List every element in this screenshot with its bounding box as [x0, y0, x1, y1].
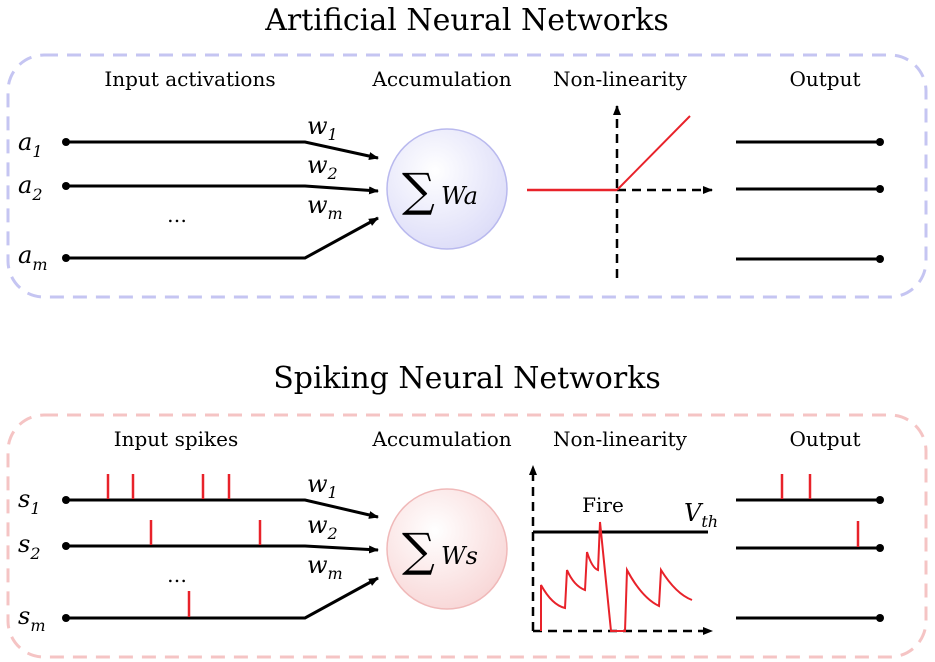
ann-input-label-2: a2 [18, 171, 43, 204]
ann-weight-2: w2 [307, 151, 338, 183]
snn-membrane-plot: Fire Vth [529, 465, 718, 635]
ann-relu-plot [527, 105, 713, 278]
snn-sum-sigma: ∑ [402, 523, 435, 577]
snn-ellipsis: … [167, 563, 187, 587]
snn-header-nonlinearity: Non-linearity [553, 427, 688, 451]
ann-header-nonlinearity: Non-linearity [553, 67, 688, 91]
ann-output-dot-m [876, 255, 884, 263]
snn-threshold-label: Vth [684, 499, 718, 531]
snn-header-input: Input spikes [114, 427, 239, 451]
snn-input-line-m [66, 576, 379, 620]
snn-section: Spiking Neural Networks Input spikes Acc… [6, 361, 928, 659]
ann-ellipsis: … [167, 203, 187, 227]
snn-membrane-trace [540, 521, 693, 632]
snn-input-line-2 [66, 544, 379, 554]
snn-header-accumulation: Accumulation [371, 427, 511, 451]
snn-input-line-1 [66, 498, 379, 519]
snn-border [6, 413, 928, 659]
ann-section: Artificial Neural Networks Input activat… [6, 3, 928, 299]
ann-weight-m: wm [307, 191, 343, 223]
ann-output-dot-1 [876, 138, 884, 146]
snn-title: Spiking Neural Networks [273, 361, 661, 396]
snn-input-label-2: s2 [18, 530, 41, 563]
ann-weight-1: w1 [307, 112, 338, 144]
snn-fire-label: Fire [582, 493, 624, 517]
ann-input-line-2 [66, 184, 379, 195]
ann-input-line-m [66, 216, 379, 260]
ann-title: Artificial Neural Networks [264, 3, 668, 38]
snn-weight-2: w2 [307, 511, 338, 543]
ann-header-input: Input activations [104, 67, 275, 91]
ann-sum-node [386, 128, 508, 250]
snn-weight-m: wm [307, 551, 343, 583]
ann-input-label-m: am [18, 241, 47, 274]
snn-output-dot-2 [876, 544, 884, 552]
ann-input-line-1 [66, 140, 379, 160]
snn-output-dot-1 [876, 496, 884, 504]
snn-header-output: Output [789, 427, 860, 451]
ann-header-accumulation: Accumulation [371, 67, 511, 91]
snn-input-label-m: sm [18, 602, 46, 635]
snn-output-dot-m [876, 614, 884, 622]
snn-weight-1: w1 [307, 470, 338, 502]
ann-relu-linear-segment [616, 115, 691, 191]
ann-border [6, 53, 928, 299]
ann-input-label-1: a1 [18, 128, 43, 161]
ann-header-output: Output [789, 67, 860, 91]
snn-sum-term: Ws [441, 542, 478, 570]
snn-input-label-1: s1 [18, 485, 41, 518]
snn-sum-node [386, 488, 508, 610]
ann-sum-term: Wa [441, 182, 478, 210]
ann-output-dot-2 [876, 185, 884, 193]
ann-sum-sigma: ∑ [402, 163, 435, 217]
